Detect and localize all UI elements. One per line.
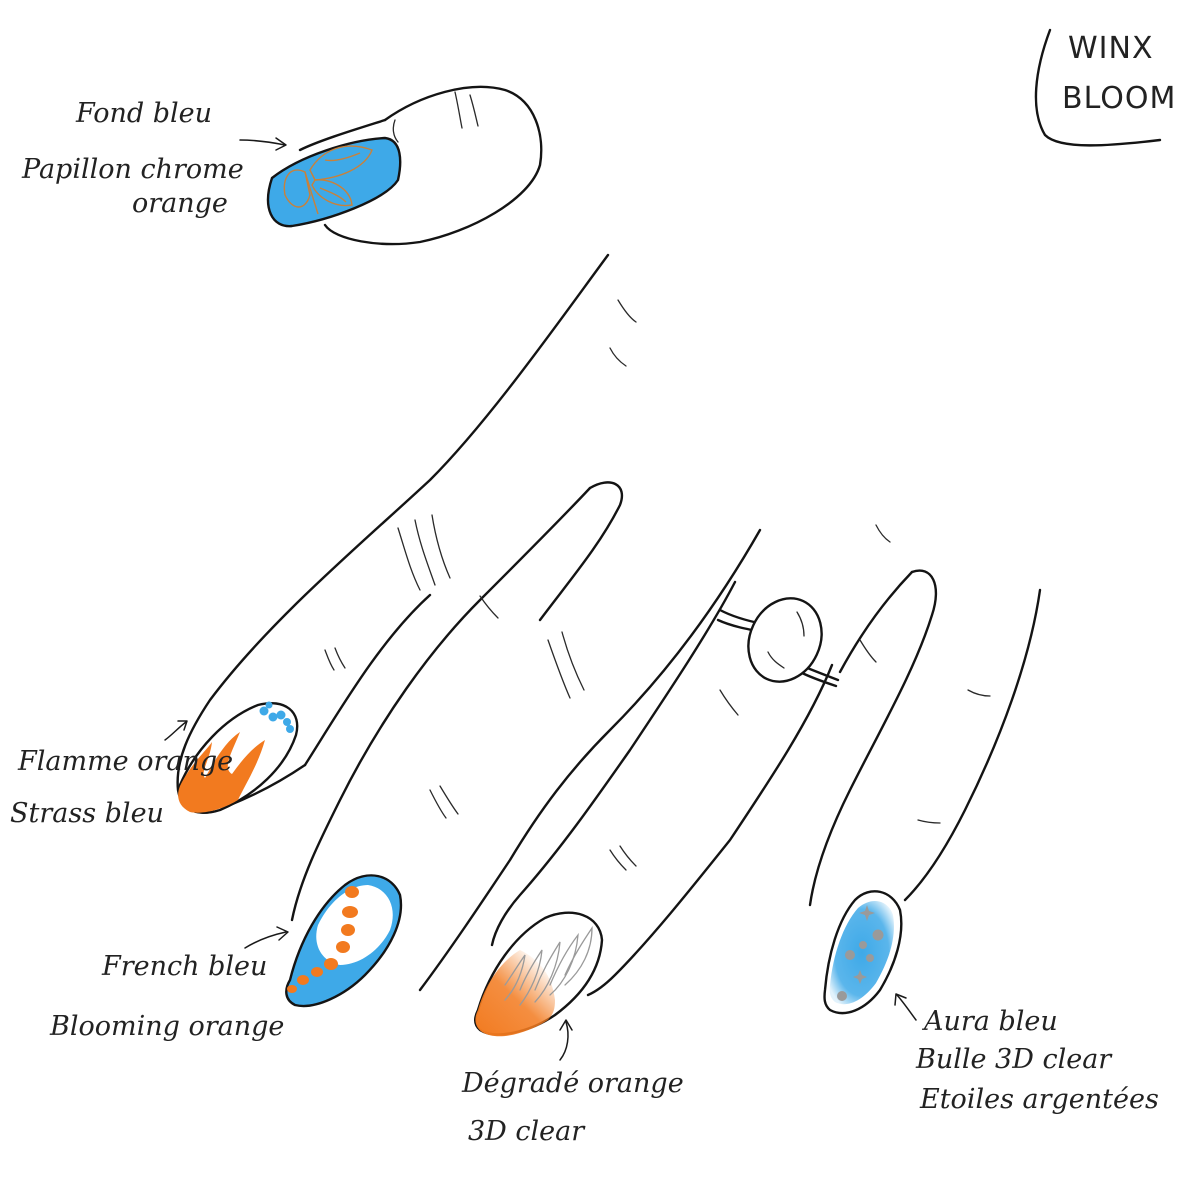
annotation-arrows — [164, 137, 917, 1061]
thumb-label-line-1: Fond bleu — [75, 98, 212, 129]
thumb-label-line-2: Papillon chrome — [21, 154, 244, 185]
thumb-nail — [266, 136, 402, 228]
flame-icon — [178, 732, 265, 813]
thumb — [266, 85, 543, 246]
signature-line-2: BLOOM — [1062, 81, 1176, 116]
index-annotation: Flamme orange Strass bleu — [10, 746, 233, 829]
silver-stars — [837, 905, 884, 1001]
pinky-finger — [808, 524, 1042, 1015]
index-finger — [176, 253, 637, 814]
blooming-dots — [287, 886, 359, 993]
strass-dots — [259, 701, 294, 733]
thumb-label-line-3: orange — [132, 188, 228, 219]
signature: WINX BLOOM — [1034, 28, 1176, 147]
index-label-line-1: Flamme orange — [17, 746, 233, 777]
signature-line-1: WINX — [1068, 31, 1154, 66]
index-label-line-2: Strass bleu — [10, 798, 164, 829]
ring-finger — [474, 580, 840, 1037]
middle-label-line-1: French bleu — [101, 951, 267, 982]
clear-3d-lines — [504, 925, 593, 1006]
pinky-annotation: Aura bleu Bulle 3D clear Etoiles argenté… — [915, 1006, 1159, 1115]
middle-annotation: French bleu Blooming orange — [49, 951, 284, 1042]
ring-annotation: Dégradé orange 3D clear — [461, 1068, 684, 1147]
ring-label-line-2: 3D clear — [468, 1116, 586, 1147]
pinky-label-line-2: Bulle 3D clear — [915, 1044, 1113, 1075]
thumb-annotation: Fond bleu Papillon chrome orange — [21, 98, 244, 219]
pinky-label-line-1: Aura bleu — [921, 1006, 1058, 1037]
ring-label-line-1: Dégradé orange — [461, 1068, 684, 1099]
butterfly-icon — [283, 145, 373, 215]
middle-finger — [285, 481, 762, 1008]
ring-jewel — [716, 597, 840, 688]
middle-label-line-2: Blooming orange — [49, 1011, 284, 1042]
pinky-label-line-3: Etoiles argentées — [919, 1084, 1159, 1115]
